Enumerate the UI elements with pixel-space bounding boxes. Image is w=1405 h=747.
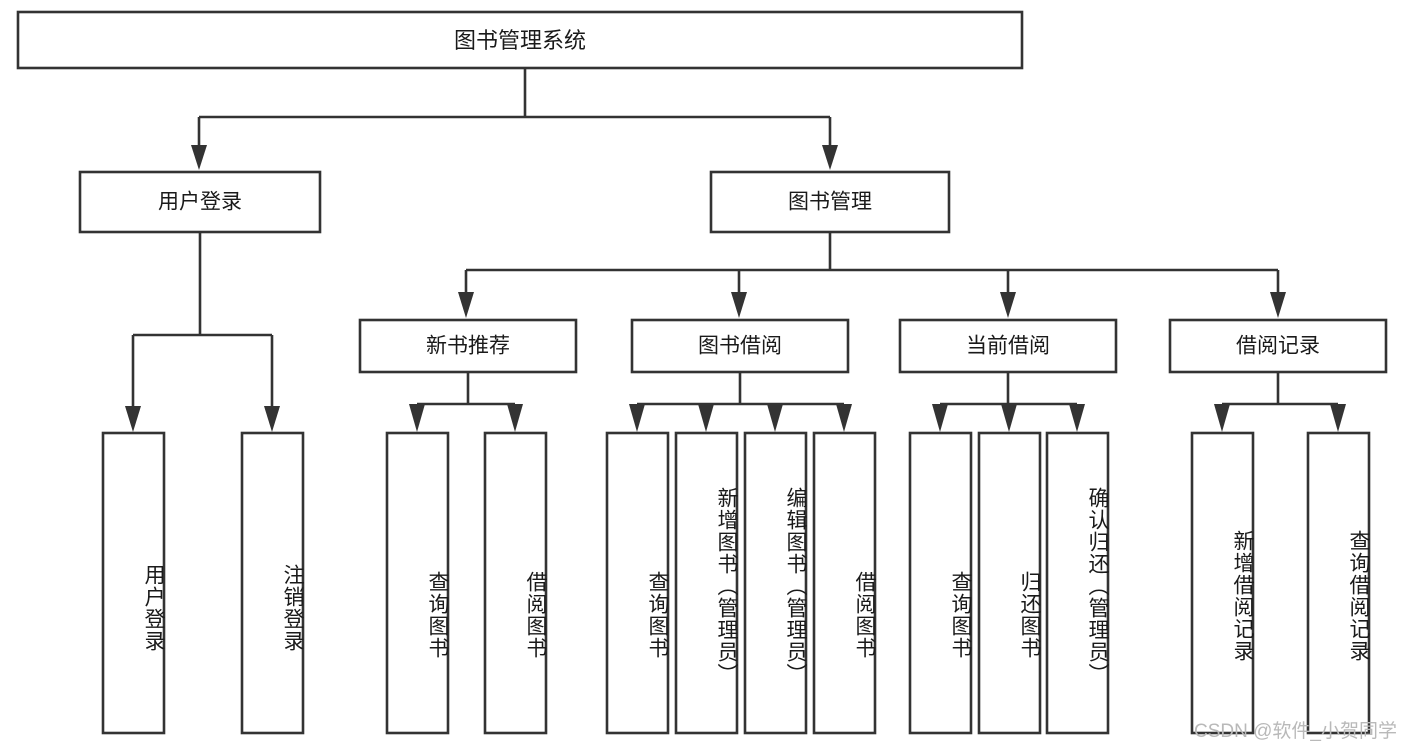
node-l3-rec-query-book[interactable] xyxy=(385,431,450,735)
node-l2-book-borrow-label: 图书借阅 xyxy=(698,335,782,358)
node-l2-borrowing-record[interactable] xyxy=(1168,318,1388,374)
arrow-head-l3-cur-return-book xyxy=(1001,404,1017,432)
arrow-head-l3-rec-query-book xyxy=(409,404,425,432)
node-l1-book-management-label: 图书管理 xyxy=(788,191,872,214)
node-l2-current-borrowing[interactable] xyxy=(898,318,1118,374)
arrow-head-l3-user-logout xyxy=(264,406,280,432)
node-l3-rec-query-record[interactable] xyxy=(1306,431,1371,735)
arrow-head-l3-rec-query-record xyxy=(1330,404,1346,432)
arrow-head-l3-borrow-edit-book xyxy=(767,404,783,432)
connector-group-root xyxy=(191,68,838,170)
node-l3-cur-query-book[interactable] xyxy=(908,431,973,735)
connector-group-borrow-record xyxy=(1214,372,1346,432)
node-l3-borrow-borrow-book[interactable] xyxy=(812,431,877,735)
arrow-head-l2-new-book-rec xyxy=(458,292,474,318)
arrow-head-l3-cur-confirm-return xyxy=(1069,404,1085,432)
arrow-head-l2-borrow-record xyxy=(1270,292,1286,318)
arrow-head-l3-borrow-borrow-book xyxy=(836,404,852,432)
arrow-head-l3-rec-borrow-book xyxy=(507,404,523,432)
node-l3-user-logout[interactable] xyxy=(240,431,305,735)
connector-group-user-login xyxy=(125,232,280,432)
node-l3-borrow-add-book[interactable] xyxy=(674,431,739,735)
connector-group-book-borrow xyxy=(629,372,852,432)
node-root-label: 图书管理系统 xyxy=(454,28,586,53)
node-l3-user-login[interactable] xyxy=(101,431,166,735)
connector-group-new-book-rec xyxy=(409,372,523,432)
arrow-head-l3-borrow-query-book xyxy=(629,404,645,432)
node-l2-new-book-recommendation[interactable] xyxy=(358,318,578,374)
arrow-head-l3-rec-add-record xyxy=(1214,404,1230,432)
arrow-head-l3-borrow-add-book xyxy=(698,404,714,432)
node-l1-book-management[interactable] xyxy=(709,170,951,234)
node-l3-cur-confirm-return[interactable] xyxy=(1045,431,1110,735)
node-root-book-management-system[interactable] xyxy=(16,10,1024,70)
arrow-head-user-login xyxy=(191,145,207,170)
arrow-head-book-manage xyxy=(822,145,838,170)
arrow-head-l3-cur-query-book xyxy=(932,404,948,432)
node-l3-borrow-edit-book[interactable] xyxy=(743,431,808,735)
node-l2-book-borrowing[interactable] xyxy=(630,318,850,374)
node-l2-current-borrow-label: 当前借阅 xyxy=(966,335,1050,358)
arrow-head-l2-book-borrow xyxy=(731,292,747,318)
node-l3-cur-return-book[interactable] xyxy=(977,431,1042,735)
node-l3-borrow-query-book[interactable] xyxy=(605,431,670,735)
node-l3-rec-add-record[interactable] xyxy=(1190,431,1255,735)
arrow-head-l2-current-borrow xyxy=(1000,292,1016,318)
connector-group-current-borrow xyxy=(932,372,1085,432)
csdn-watermark: CSDN @软件_小贺同学 xyxy=(1194,721,1397,742)
connector-group-book-management xyxy=(458,232,1286,318)
node-l2-new-book-rec-label: 新书推荐 xyxy=(426,335,510,358)
node-l3-rec-borrow-book[interactable] xyxy=(483,431,548,735)
arrow-head-l3-user-login xyxy=(125,406,141,432)
node-l2-borrow-record-label: 借阅记录 xyxy=(1236,335,1320,358)
node-l1-user-login-label: 用户登录 xyxy=(158,191,242,214)
